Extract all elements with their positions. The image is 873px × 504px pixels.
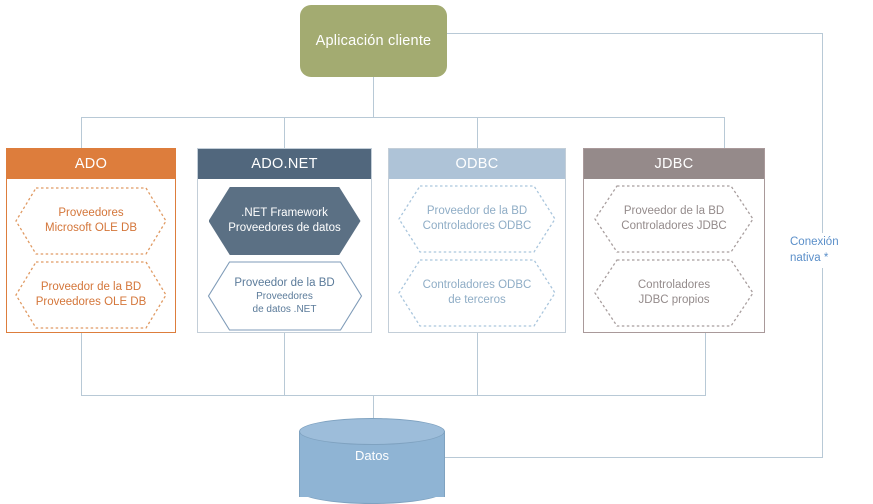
native-connection-line2: nativa *	[790, 251, 829, 264]
stack-panel-jdbc[interactable]: JDBC Proveedor de la BD Controladores JD…	[583, 148, 765, 333]
hex-line: Controladores ODBC	[422, 279, 532, 292]
hex-line: de terceros	[448, 294, 506, 306]
panel-body-jdbc: Proveedor de la BD Controladores JDBC Co…	[584, 179, 764, 334]
hex-line: Proveedor de la BD	[623, 205, 725, 218]
client-application-box[interactable]: Aplicación cliente	[300, 5, 447, 77]
panel-header-label-jdbc: JDBC	[654, 156, 694, 172]
stack-panel-ado[interactable]: ADO Proveedores Microsoft OLE DB Proveed…	[6, 148, 176, 333]
hex-line: JDBC propios	[638, 294, 710, 306]
connector-up-adonet	[284, 333, 285, 395]
connector-up-jdbc	[705, 333, 706, 395]
panel-header-label-ado: ADO	[74, 156, 108, 172]
hex-line: Proveedores	[58, 207, 124, 220]
database-cylinder-top	[299, 418, 445, 445]
panel-body-adonet: .NET Framework Proveedores de datos Prov…	[198, 179, 371, 334]
connector-drop-ado	[81, 117, 82, 148]
hex-line: Proveedores de datos	[228, 222, 341, 234]
panel-header-ado: ADO	[7, 149, 175, 179]
hex-text-ado-providers: Proveedores Microsoft OLE DB	[45, 206, 137, 236]
connector-drop-adonet	[284, 117, 285, 148]
hex-text-ado-oledb: Proveedor de la BD Proveedores OLE DB	[36, 280, 147, 310]
stack-panel-adonet[interactable]: ADO.NET .NET Framework Proveedores de da…	[197, 148, 372, 333]
connector-native-top	[447, 33, 822, 34]
connector-native-bottom	[437, 457, 823, 458]
hexagon-outline-icon	[594, 259, 754, 327]
hex-node-net-framework[interactable]: .NET Framework Proveedores de datos	[208, 187, 361, 255]
connector-bus-to-db	[373, 395, 374, 427]
connector-bottom-bus	[81, 395, 706, 396]
connector-up-ado	[81, 333, 82, 395]
hex-line: Proveedores	[256, 291, 313, 303]
connector-drop-odbc	[477, 117, 478, 148]
hex-text-net-framework: .NET Framework Proveedores de datos	[228, 206, 341, 236]
native-connection-line1: Conexión	[790, 236, 839, 248]
hexagon-outline-icon	[207, 261, 362, 331]
connector-drop-jdbc	[724, 117, 725, 148]
hexagon-outline-icon	[594, 185, 754, 253]
hex-line: Controladores ODBC	[422, 220, 532, 232]
hex-text-jdbc-provider: Proveedor de la BD Controladores JDBC	[621, 204, 726, 234]
hex-line: Controladores JDBC	[621, 220, 727, 232]
database-cylinder[interactable]: Datos	[299, 418, 445, 504]
connector-client-down	[373, 77, 374, 118]
hexagon-outline-icon	[398, 185, 556, 253]
panel-body-odbc: Proveedor de la BD Controladores ODBC Co…	[389, 179, 565, 334]
hex-node-ado-providers[interactable]: Proveedores Microsoft OLE DB	[15, 187, 167, 255]
hexagon-outline-icon	[398, 259, 556, 327]
hexagon-outline-icon	[15, 261, 167, 329]
hex-line: Proveedores OLE DB	[35, 296, 147, 308]
connector-up-odbc	[477, 333, 478, 395]
panel-header-jdbc: JDBC	[584, 149, 764, 179]
hex-line: Controladores	[637, 279, 711, 292]
hex-line: Proveedor de la BD	[234, 276, 335, 289]
hex-text-jdbc-native: Controladores JDBC propios	[638, 278, 710, 308]
panel-header-label-adonet: ADO.NET	[251, 156, 318, 172]
hex-line: Microsoft OLE DB	[44, 222, 138, 234]
database-label: Datos	[355, 448, 389, 463]
panel-header-adonet: ADO.NET	[198, 149, 371, 179]
hex-line: .NET Framework	[241, 207, 328, 220]
panel-header-label-odbc: ODBC	[455, 156, 499, 172]
connector-top-bus	[81, 117, 724, 118]
stack-panel-odbc[interactable]: ODBC Proveedor de la BD Controladores OD…	[388, 148, 566, 333]
panel-body-ado: Proveedores Microsoft OLE DB Proveedor d…	[7, 179, 175, 334]
hex-node-odbc-thirdparty[interactable]: Controladores ODBC de terceros	[398, 259, 556, 327]
hex-node-jdbc-provider[interactable]: Proveedor de la BD Controladores JDBC	[594, 185, 754, 253]
hex-node-jdbc-native[interactable]: Controladores JDBC propios	[594, 259, 754, 327]
panel-header-odbc: ODBC	[389, 149, 565, 179]
native-connection-label: Conexión nativa *	[790, 233, 864, 269]
hex-text-net-provider: Proveedor de la BD Proveedores de datos …	[234, 276, 334, 317]
hex-text-odbc-provider: Proveedor de la BD Controladores ODBC	[423, 204, 532, 234]
hex-line: Proveedor de la BD	[426, 205, 528, 218]
hex-line: Proveedor de la BD	[40, 281, 142, 294]
client-application-label: Aplicación cliente	[315, 33, 432, 49]
hex-node-odbc-provider[interactable]: Proveedor de la BD Controladores ODBC	[398, 185, 556, 253]
hex-text-odbc-thirdparty: Controladores ODBC de terceros	[423, 278, 532, 308]
hexagon-outline-icon	[15, 187, 167, 255]
hex-node-net-provider[interactable]: Proveedor de la BD Proveedores de datos …	[207, 261, 362, 331]
hex-line: de datos .NET	[252, 304, 317, 316]
hex-node-ado-oledb[interactable]: Proveedor de la BD Proveedores OLE DB	[15, 261, 167, 329]
